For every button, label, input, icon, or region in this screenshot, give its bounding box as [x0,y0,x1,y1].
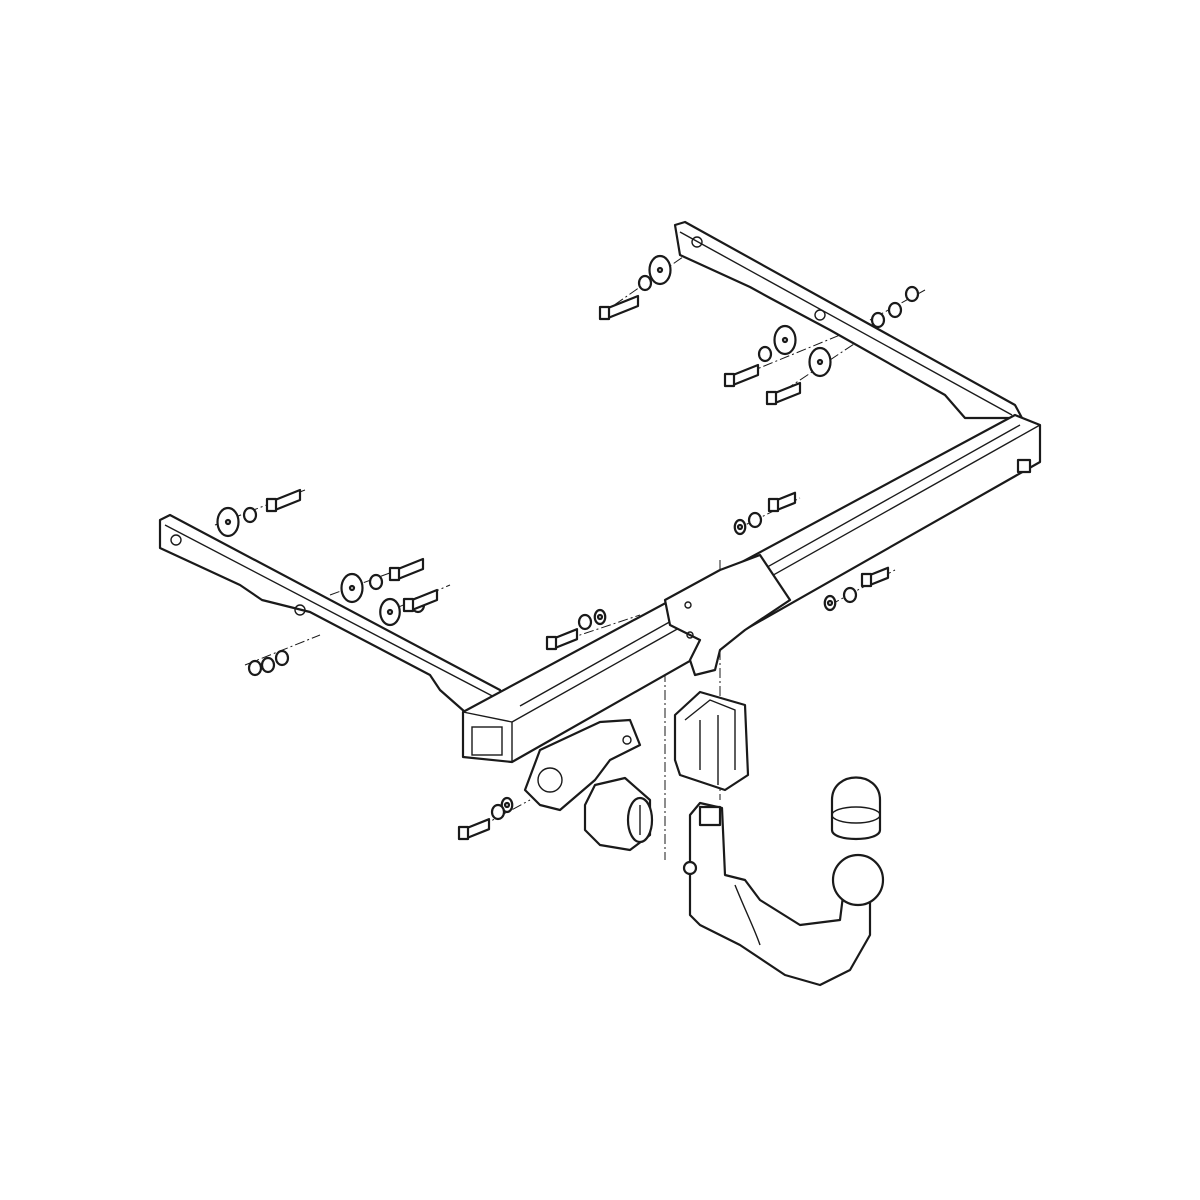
washer-hole [656,266,664,274]
bolt-head [765,390,778,406]
bolt [868,566,890,587]
bolt-head [767,497,780,513]
nut [170,534,182,546]
nut [577,613,593,631]
bolt [731,363,760,387]
nut [490,803,506,821]
bolt [465,818,491,840]
bolt-head [598,305,611,321]
bolt [775,491,797,512]
side-bracket-right [673,220,1024,420]
washer-hole [503,801,511,809]
bolt [273,488,302,512]
nut [842,586,858,604]
nut [870,311,886,329]
bolt [396,557,425,581]
socket-plate [523,718,642,812]
nut [294,604,306,616]
bolt-head [265,497,278,513]
nut [747,511,763,529]
fastener-groups [216,254,920,841]
nut [242,506,258,524]
nut [368,573,384,591]
bolt-head [860,572,873,588]
nut [904,285,920,303]
nut [260,656,276,674]
nut [247,659,263,677]
washer-hole [816,358,824,366]
tow-ball-neck [682,801,885,987]
washer-hole [348,584,356,592]
center-mount-bracket [663,553,792,677]
bolt-head [402,597,415,613]
electrical-socket [583,776,654,852]
bolt [553,628,579,650]
ball-cover [830,776,882,840]
bolt-head [388,566,401,582]
washer-hole [736,523,744,531]
nut [814,309,826,321]
nut [274,649,290,667]
washer-hole [781,336,789,344]
nut [757,345,773,363]
washer-hole [224,518,232,526]
washer-hole [596,613,604,621]
bolt [773,381,802,405]
bolt-head [545,635,558,651]
washer-hole [386,608,394,616]
washer-hole [826,599,834,607]
nut [637,274,653,292]
nut [691,236,703,248]
tow-ball [831,853,885,907]
nut [887,301,903,319]
bolt-head [723,372,736,388]
bolt-head [457,825,470,841]
ball-mount-receiver [673,690,750,792]
